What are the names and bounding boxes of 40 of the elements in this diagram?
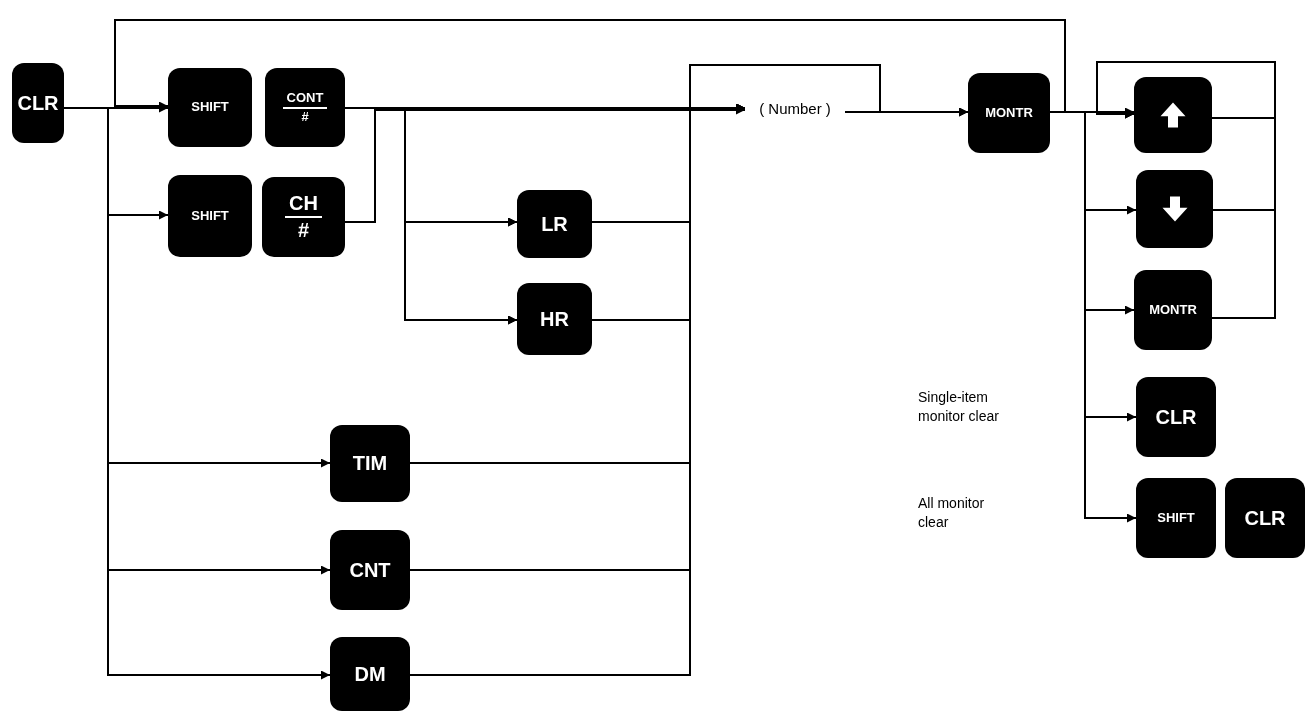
key-label: HR	[539, 306, 570, 332]
key-label: SHIFT	[190, 207, 230, 225]
note-text: All monitor clear	[918, 494, 986, 533]
note-text: Single-item monitor clear	[918, 388, 1000, 427]
key	[330, 637, 410, 711]
key	[262, 177, 345, 257]
key	[517, 283, 592, 355]
key	[1134, 270, 1212, 350]
key-label: CH	[285, 191, 322, 218]
key-label: SHIFT	[1156, 509, 1196, 527]
key-label: CLR	[1154, 404, 1198, 430]
key	[330, 425, 410, 502]
key	[265, 68, 345, 147]
key-label: LR	[540, 211, 569, 237]
key-label: CLR	[16, 90, 60, 116]
arrow-key	[1134, 77, 1212, 153]
key	[968, 73, 1050, 153]
key-label: TIM	[351, 451, 389, 476]
connector-arrow	[1096, 61, 1276, 319]
key	[12, 63, 64, 143]
key	[1136, 377, 1216, 457]
key-label: SHIFT	[190, 99, 230, 116]
key-label: MONTR	[984, 104, 1034, 122]
key-label: CLR	[1243, 505, 1287, 531]
key	[168, 68, 252, 147]
key	[330, 530, 410, 610]
number-entry-text: ( Number )	[745, 97, 845, 121]
key	[168, 175, 252, 257]
arrow-key	[1136, 170, 1213, 248]
key-label: #	[296, 218, 311, 243]
key	[1225, 478, 1305, 558]
key-label: DM	[353, 661, 387, 687]
key-label: CONT	[282, 90, 328, 109]
key-label: MONTR	[1148, 301, 1198, 319]
connector-arrow	[114, 19, 1066, 113]
connector-arrow	[409, 103, 746, 676]
key	[1136, 478, 1216, 558]
key-label: CNT	[348, 557, 392, 583]
key-label: #	[300, 108, 310, 125]
key	[517, 190, 592, 258]
